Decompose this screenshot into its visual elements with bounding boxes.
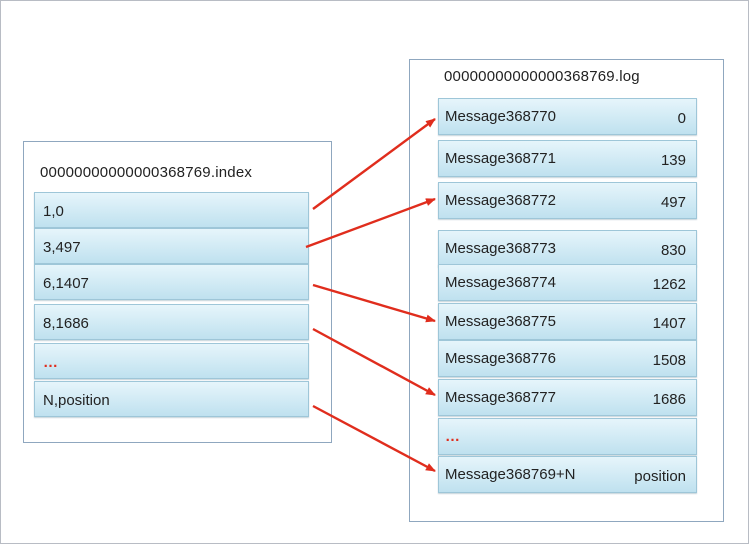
index-ellipsis-text: … bbox=[43, 354, 60, 371]
log-row: Message368773 830 bbox=[438, 230, 697, 267]
log-row: Message368772 497 bbox=[438, 182, 697, 219]
log-position: 830 bbox=[660, 242, 686, 259]
log-message: Message368777 bbox=[445, 389, 556, 406]
log-row: Message368774 1262 bbox=[438, 264, 697, 301]
log-position: 1508 bbox=[652, 352, 686, 369]
log-message: Message368769+N bbox=[445, 466, 576, 483]
index-entry-ellipsis: … bbox=[34, 343, 309, 379]
log-message: Message368774 bbox=[445, 274, 556, 291]
log-position: 139 bbox=[660, 152, 686, 169]
log-message: Message368771 bbox=[445, 150, 556, 167]
index-file-title: 00000000000000368769.index bbox=[40, 164, 253, 181]
index-entry: 8,1686 bbox=[34, 304, 309, 340]
index-entry: N,position bbox=[34, 381, 309, 417]
index-entry-text: 1,0 bbox=[43, 203, 64, 220]
log-message: Message368772 bbox=[445, 192, 556, 209]
log-row: Message368770 0 bbox=[438, 98, 697, 135]
log-position: 0 bbox=[677, 110, 686, 127]
log-message: Message368775 bbox=[445, 313, 556, 330]
log-row: Message368775 1407 bbox=[438, 303, 697, 340]
index-entry-text: N,position bbox=[43, 392, 110, 409]
log-position: 1407 bbox=[652, 315, 686, 332]
log-ellipsis-text: … bbox=[445, 428, 462, 445]
log-position: position bbox=[634, 468, 686, 485]
log-position: 497 bbox=[660, 194, 686, 211]
log-message: Message368773 bbox=[445, 240, 556, 257]
log-position: 1686 bbox=[652, 391, 686, 408]
index-entry: 1,0 bbox=[34, 192, 309, 228]
index-entry: 3,497 bbox=[34, 228, 309, 264]
index-entry-text: 8,1686 bbox=[43, 315, 89, 332]
log-row: Message368776 1508 bbox=[438, 340, 697, 377]
index-file-panel: 00000000000000368769.index 1,0 3,497 6,1… bbox=[23, 141, 332, 443]
log-row-ellipsis: … bbox=[438, 418, 697, 455]
log-file-panel: 00000000000000368769.log Message368770 0… bbox=[409, 59, 724, 522]
log-message: Message368770 bbox=[445, 108, 556, 125]
index-entry-text: 6,1407 bbox=[43, 275, 89, 292]
index-entry-text: 3,497 bbox=[43, 239, 81, 256]
index-entry: 6,1407 bbox=[34, 264, 309, 300]
log-message: Message368776 bbox=[445, 350, 556, 367]
log-file-title: 00000000000000368769.log bbox=[444, 68, 640, 85]
log-row: Message368771 139 bbox=[438, 140, 697, 177]
log-position: 1262 bbox=[652, 276, 686, 293]
log-row: Message368777 1686 bbox=[438, 379, 697, 416]
log-row: Message368769+N position bbox=[438, 456, 697, 493]
